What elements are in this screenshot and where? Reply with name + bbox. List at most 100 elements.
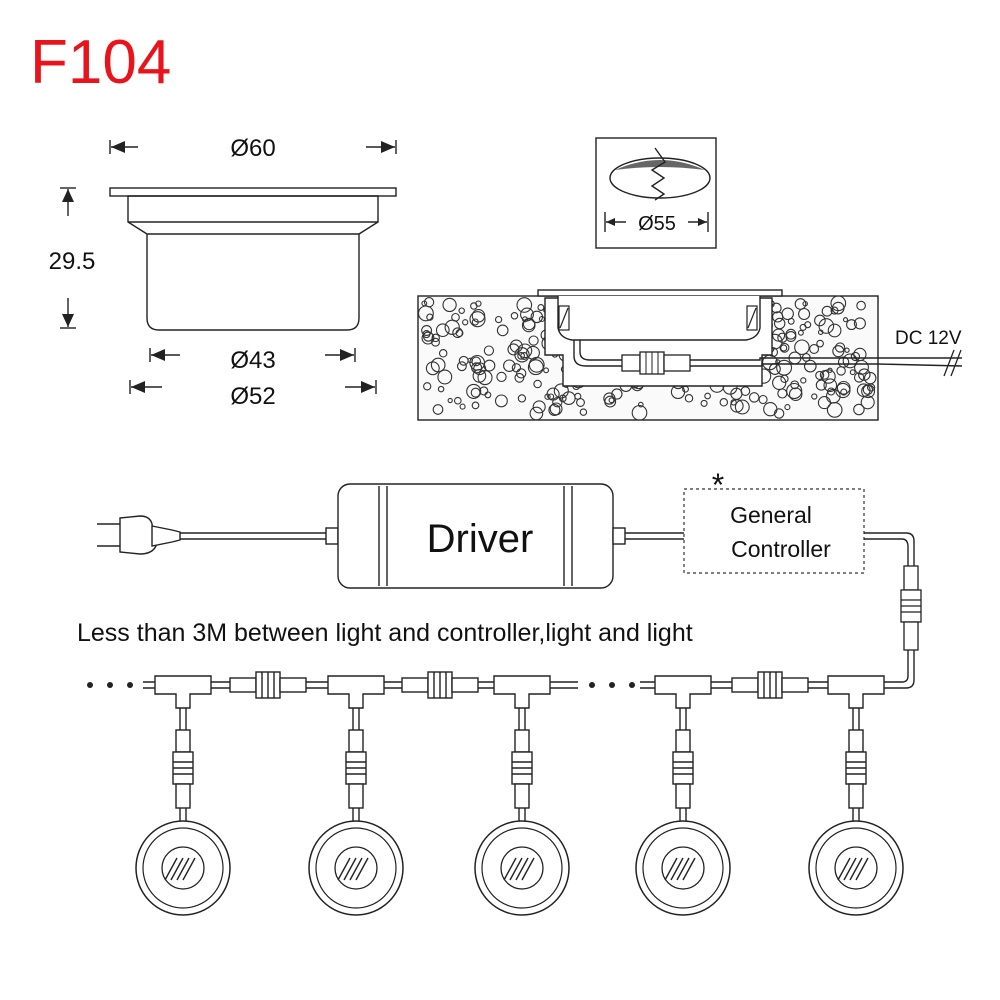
pebble xyxy=(432,404,444,415)
pebble xyxy=(849,369,856,376)
light-lens xyxy=(500,846,544,890)
light-fixture-ring xyxy=(815,827,897,909)
pebble xyxy=(748,392,760,403)
pebble xyxy=(608,397,615,404)
pebble xyxy=(532,400,546,414)
pebble xyxy=(510,312,519,320)
pebble xyxy=(853,317,866,330)
power-plug xyxy=(97,515,181,555)
pebble xyxy=(814,314,826,327)
pebble xyxy=(842,353,858,369)
pebble xyxy=(758,394,768,405)
cutout-arrowheads xyxy=(606,218,707,226)
pebble xyxy=(529,406,544,421)
pebble xyxy=(777,388,788,399)
drop-connector xyxy=(175,783,191,809)
cable xyxy=(343,857,357,881)
pebble xyxy=(776,359,793,376)
cable-connector xyxy=(229,677,257,693)
pebble xyxy=(471,356,482,367)
continuation-dot xyxy=(107,682,113,688)
pebble xyxy=(458,307,465,314)
cable xyxy=(664,857,678,881)
pebble xyxy=(825,388,841,404)
controller-output-cable xyxy=(864,532,915,566)
pebble xyxy=(520,307,534,322)
trunk-down-cable xyxy=(884,650,915,689)
pebble xyxy=(827,387,836,396)
pebble xyxy=(553,383,569,399)
pebble xyxy=(431,337,440,347)
pebble xyxy=(780,344,788,352)
pebble xyxy=(517,352,525,360)
drop-connector xyxy=(175,729,191,753)
top-diameter-label: Ø60 xyxy=(230,135,275,162)
pebble xyxy=(462,319,469,326)
pebble xyxy=(837,356,850,368)
cable xyxy=(849,857,863,881)
pebble xyxy=(528,335,539,346)
pebble xyxy=(798,307,811,321)
light-lens xyxy=(834,846,878,890)
drop-connector xyxy=(514,729,530,753)
pebble xyxy=(794,339,810,355)
pebble xyxy=(479,386,489,396)
pebble xyxy=(431,333,440,343)
tee-connector xyxy=(493,675,551,709)
light-fixture-ring xyxy=(481,827,563,909)
pebble xyxy=(684,394,694,403)
cable xyxy=(682,857,696,881)
model-title: F104 xyxy=(30,28,171,97)
pebble xyxy=(631,404,648,421)
pebble xyxy=(772,375,787,390)
pebble xyxy=(832,345,845,358)
pebble xyxy=(496,324,509,337)
pebble xyxy=(786,382,803,400)
pebble xyxy=(516,368,527,379)
cable-connector xyxy=(401,677,429,693)
tee-connector xyxy=(327,675,385,709)
cable-connector xyxy=(781,677,809,693)
pebble xyxy=(827,323,842,338)
drop-connector xyxy=(348,729,364,753)
pebble xyxy=(477,370,493,386)
pebble xyxy=(853,403,865,416)
pebble xyxy=(470,302,478,310)
cable xyxy=(515,857,529,881)
pebble xyxy=(846,319,857,331)
tee-connector xyxy=(654,675,712,709)
light-fixture-ring xyxy=(315,827,397,909)
spacing-note: Less than 3M between light and controlle… xyxy=(77,619,693,647)
pebble xyxy=(854,359,869,375)
pebble xyxy=(788,387,803,401)
pebble xyxy=(494,394,508,408)
pebble xyxy=(835,382,851,399)
pebble xyxy=(844,347,850,353)
cable xyxy=(164,857,178,881)
pebble xyxy=(507,343,520,356)
cable xyxy=(182,857,196,881)
cable xyxy=(503,857,517,881)
pebble xyxy=(821,305,833,317)
light-lens xyxy=(661,846,705,890)
pebble xyxy=(547,393,555,400)
pebble xyxy=(604,395,617,408)
pebble xyxy=(526,345,540,360)
pebble xyxy=(483,345,495,356)
cutout-diameter-label: Ø55 xyxy=(638,213,676,235)
pebble xyxy=(483,359,496,372)
continuation-dot xyxy=(87,682,93,688)
pebble xyxy=(437,385,445,393)
pebble xyxy=(452,327,463,339)
pebble xyxy=(451,312,460,322)
cable xyxy=(337,857,351,881)
cable xyxy=(176,857,190,881)
drop-connector xyxy=(514,783,530,809)
driver-output-cable xyxy=(625,532,684,540)
pebble xyxy=(815,379,827,391)
pebble xyxy=(734,399,750,415)
cable xyxy=(837,857,851,881)
pebble xyxy=(543,367,550,374)
pebble xyxy=(860,395,875,410)
